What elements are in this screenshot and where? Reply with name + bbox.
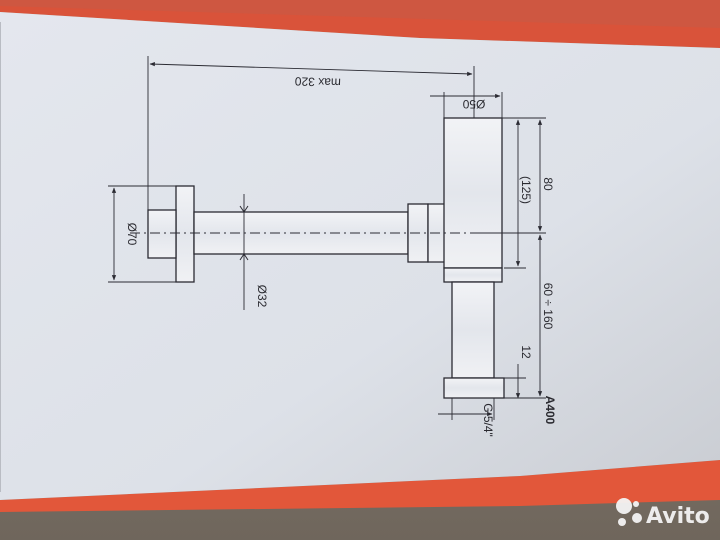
- avito-wordmark: Avito: [646, 504, 710, 529]
- avito-dots-icon: [616, 498, 642, 526]
- dimension-labels: max 320 Ø50 Ø70 Ø32 80 (125) 60 ÷ 160 12…: [125, 74, 557, 437]
- label-height-upper-alt: (125): [519, 176, 533, 204]
- label-max-length: max 320: [294, 74, 341, 90]
- siphon-body: [443, 117, 503, 269]
- label-thread-height: 12: [519, 345, 533, 359]
- label-height-upper: 80: [541, 177, 555, 191]
- body-band: [443, 267, 503, 283]
- box-top-flap: [0, 0, 720, 28]
- label-pipe-diameter: Ø32: [255, 285, 269, 308]
- label-flange-diameter: Ø70: [125, 223, 139, 246]
- bottom-nut: [443, 377, 505, 399]
- wall-flange: [175, 185, 195, 283]
- box-bottom-edge: [0, 460, 720, 512]
- avito-watermark: Avito: [616, 498, 710, 529]
- wall-collar: [147, 209, 177, 259]
- dim-320-line: [149, 61, 473, 77]
- label-thread: G 5/4": [481, 403, 495, 437]
- label-outlet-diameter: Ø50: [462, 97, 485, 111]
- siphon-drawing: [108, 56, 546, 420]
- label-model: A400: [543, 396, 557, 425]
- outlet-tube: [451, 281, 495, 379]
- box-label-surface: [0, 12, 720, 500]
- dim-32-arrow-bottom: [239, 253, 249, 261]
- label-height-range: 60 ÷ 160: [541, 283, 555, 330]
- dim-32-arrow-top: [239, 205, 249, 213]
